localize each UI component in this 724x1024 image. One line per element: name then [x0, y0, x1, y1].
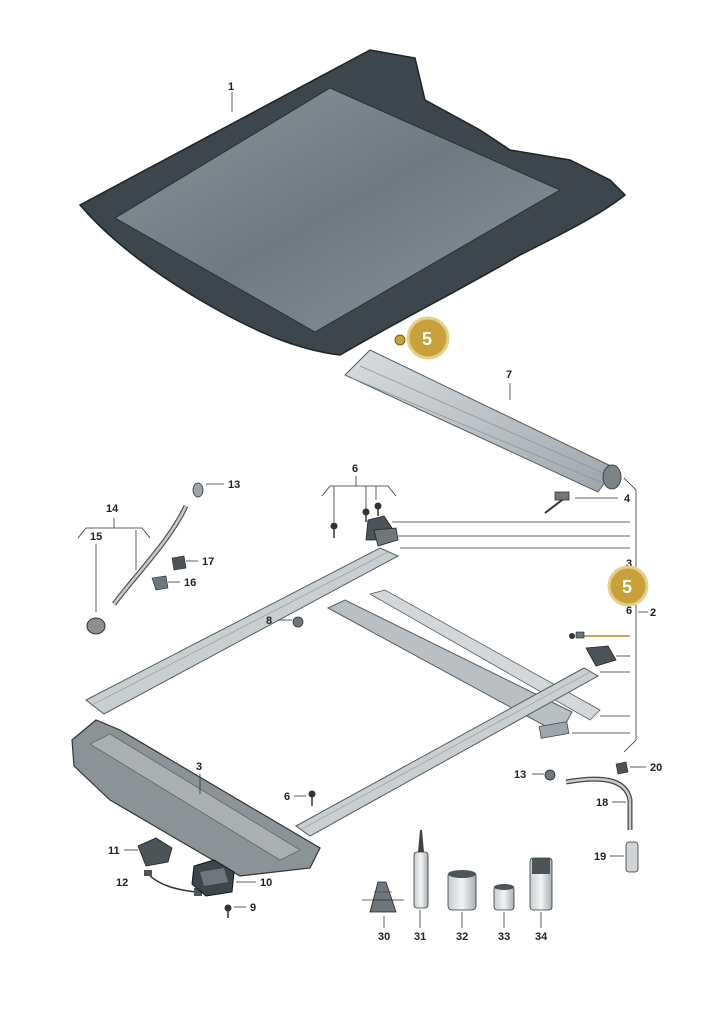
part-label-10: 10 [260, 877, 272, 889]
badge-label-5-top: 5 [422, 329, 432, 349]
item-32-tin [447, 870, 477, 911]
part-label-15: 15 [90, 531, 102, 543]
part-label-17: 17 [202, 556, 214, 568]
right-rail-hardware [569, 631, 617, 667]
highlight-badge-right: 5 [607, 565, 649, 607]
frame-left-rail [85, 547, 400, 715]
badge-label-5-right: 5 [622, 577, 632, 597]
part-label-31: 31 [414, 931, 426, 943]
part-label-3-left: 3 [196, 761, 202, 773]
clip-16 [151, 575, 169, 591]
part-label-13-top: 13 [228, 479, 240, 491]
drain-hose-left [86, 482, 204, 635]
part-label-1: 1 [228, 81, 234, 93]
item-33-jar [493, 884, 515, 911]
frame-guide-rail [326, 589, 601, 739]
part-label-6-right: 6 [626, 605, 632, 617]
part-label-16: 16 [184, 577, 196, 589]
front-frame [71, 719, 321, 877]
part-label-6-bottom: 6 [284, 791, 290, 803]
item-34-spray-can [529, 857, 553, 911]
part-label-6-top: 6 [352, 463, 358, 475]
part-label-32: 32 [456, 931, 468, 943]
sun-blind [344, 349, 622, 493]
part-label-18: 18 [596, 797, 608, 809]
group-bracket [321, 485, 397, 497]
part-label-12: 12 [116, 877, 128, 889]
screw-6-bottom [308, 790, 316, 806]
nut-8 [292, 616, 304, 628]
part-label-14: 14 [106, 503, 119, 515]
part-label-19: 19 [594, 851, 606, 863]
motor-10 [191, 859, 235, 897]
clip-17 [171, 555, 187, 571]
part-label-9: 9 [250, 902, 256, 914]
group-bracket-14 [77, 527, 151, 539]
screw-9 [224, 904, 232, 918]
part-label-7: 7 [506, 369, 512, 381]
highlight-badge-top: 5 [394, 316, 450, 360]
part-label-4: 4 [624, 493, 631, 505]
item-31-tube [413, 830, 429, 909]
glass-panel [78, 49, 627, 356]
part-4-pin [544, 491, 570, 514]
part-label-13-right: 13 [514, 769, 526, 781]
part-label-3-right: 3 [626, 558, 632, 570]
drain-hose-right [544, 761, 639, 873]
part-label-20: 20 [650, 762, 662, 774]
frame-right-rail [295, 667, 600, 837]
part-label-11: 11 [108, 845, 120, 857]
bracket-11 [137, 837, 173, 867]
part-label-34: 34 [535, 931, 548, 943]
part-label-8: 8 [266, 615, 272, 627]
item-30-cone [369, 881, 397, 913]
group-bracket-right [623, 477, 637, 753]
screws-group [330, 502, 399, 547]
part-label-2: 2 [650, 607, 656, 619]
wiring-12 [144, 870, 202, 896]
part-label-30: 30 [378, 931, 390, 943]
part-label-33: 33 [498, 931, 510, 943]
